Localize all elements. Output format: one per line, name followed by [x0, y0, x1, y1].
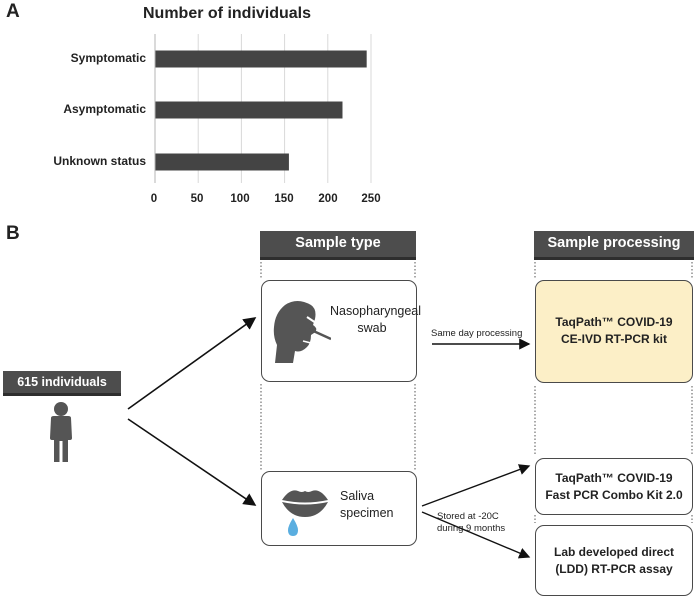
nasal-swab-label: Nasopharyngeal swab — [330, 304, 422, 335]
bar-unknown-status — [155, 153, 289, 171]
category-label-unknown: Unknown status — [53, 154, 146, 168]
arrow-to-saliva — [127, 418, 257, 506]
lips-saliva-icon — [282, 490, 328, 536]
saliva-label: Saliva specimen — [340, 489, 394, 520]
x-tick-label: 0 — [150, 193, 158, 205]
kit1-line1: TaqPath™ COVID-19 — [555, 315, 673, 329]
category-label-symptomatic: Symptomatic — [70, 51, 146, 65]
chart-bars — [155, 50, 367, 171]
saliva-box: Saliva specimen — [261, 471, 417, 546]
sample-processing-header: Sample processing — [534, 231, 694, 260]
panel-a-letter: A — [6, 1, 20, 22]
arrow-to-kit2 — [421, 464, 531, 507]
x-tick-label: 200 — [318, 193, 338, 205]
bar-chart — [154, 34, 372, 183]
saliva-drop-icon — [288, 518, 298, 536]
person-icon — [50, 402, 72, 462]
same-day-note: Same day processing — [431, 328, 523, 339]
panel-b-letter: B — [6, 223, 20, 244]
kit3-line2: (LDD) RT-PCR assay — [555, 562, 673, 576]
kit2-box: TaqPath™ COVID-19 Fast PCR Combo Kit 2.0 — [535, 458, 693, 515]
arrow-to-nasal — [127, 317, 257, 410]
sample-type-header: Sample type — [260, 231, 416, 260]
kit1-line2: CE-IVD RT-PCR kit — [560, 332, 667, 346]
stored-note-line1: Stored at -20C — [437, 511, 499, 522]
kit1-box: TaqPath™ COVID-19 CE-IVD RT-PCR kit — [535, 280, 693, 383]
kit2-line2: Fast PCR Combo Kit 2.0 — [545, 488, 683, 502]
bar-asymptomatic — [155, 101, 343, 119]
kit2-line1: TaqPath™ COVID-19 — [555, 471, 673, 485]
x-tick-label: 150 — [274, 193, 294, 205]
category-label-asymptomatic: Asymptomatic — [63, 102, 146, 116]
kit3-line1: Lab developed direct — [553, 545, 675, 559]
nasal-swab-box: Nasopharyngeal swab — [261, 280, 422, 382]
x-tick-label: 100 — [230, 193, 250, 205]
individuals-label: 615 individuals — [3, 371, 121, 396]
x-tick-label: 50 — [190, 193, 204, 205]
arrow-to-kit3 — [421, 511, 531, 559]
chart-title: Number of individuals — [143, 5, 312, 22]
stored-note-line2: during 9 months — [437, 523, 506, 534]
bar-symptomatic — [155, 50, 367, 68]
x-tick-label: 250 — [361, 193, 381, 205]
kit3-box: Lab developed direct (LDD) RT-PCR assay — [535, 525, 693, 596]
face-swab-icon — [273, 301, 331, 363]
